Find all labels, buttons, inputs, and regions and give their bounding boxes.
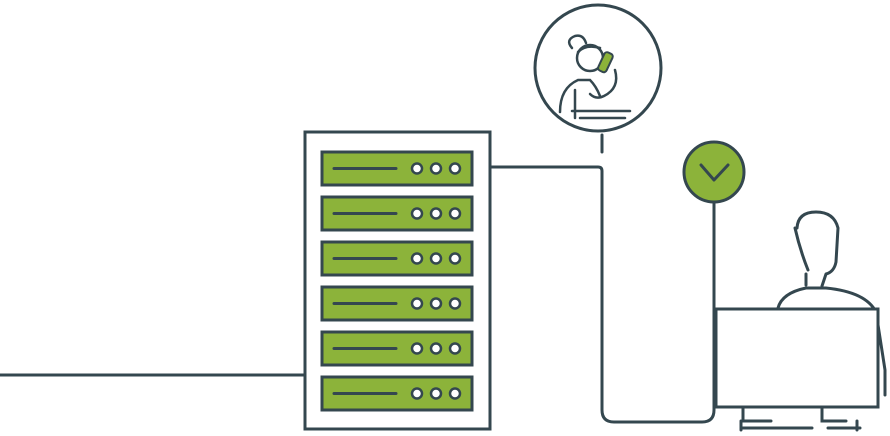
server-unit-led bbox=[448, 162, 462, 175]
server-unit-led bbox=[410, 342, 424, 355]
server-unit-led bbox=[448, 297, 462, 310]
server-unit-led bbox=[448, 387, 462, 400]
cable-rack-to-desk bbox=[490, 165, 716, 424]
desktop-user-icon bbox=[714, 210, 887, 432]
server-unit-led bbox=[410, 207, 424, 220]
server-unit-led bbox=[448, 342, 462, 355]
server-unit-led bbox=[410, 252, 424, 265]
server-unit-led bbox=[429, 207, 443, 220]
server-unit-led bbox=[410, 162, 424, 175]
server-unit-led bbox=[429, 297, 443, 310]
phone-call-person-icon bbox=[533, 3, 663, 133]
server-rack-icon bbox=[303, 130, 492, 431]
server-unit bbox=[320, 375, 474, 412]
server-unit bbox=[320, 285, 474, 322]
server-unit bbox=[320, 195, 474, 232]
rack-units bbox=[320, 150, 474, 412]
server-unit bbox=[320, 150, 474, 187]
server-unit bbox=[320, 330, 474, 367]
server-unit-led bbox=[448, 252, 462, 265]
checkmark-badge-icon bbox=[682, 140, 746, 204]
server-unit-led bbox=[410, 297, 424, 310]
server-unit-led bbox=[429, 162, 443, 175]
server-unit-led bbox=[448, 207, 462, 220]
server-unit bbox=[320, 240, 474, 277]
server-unit-led bbox=[429, 342, 443, 355]
server-unit-led bbox=[429, 252, 443, 265]
server-unit-led bbox=[429, 387, 443, 400]
server-unit-led bbox=[410, 387, 424, 400]
